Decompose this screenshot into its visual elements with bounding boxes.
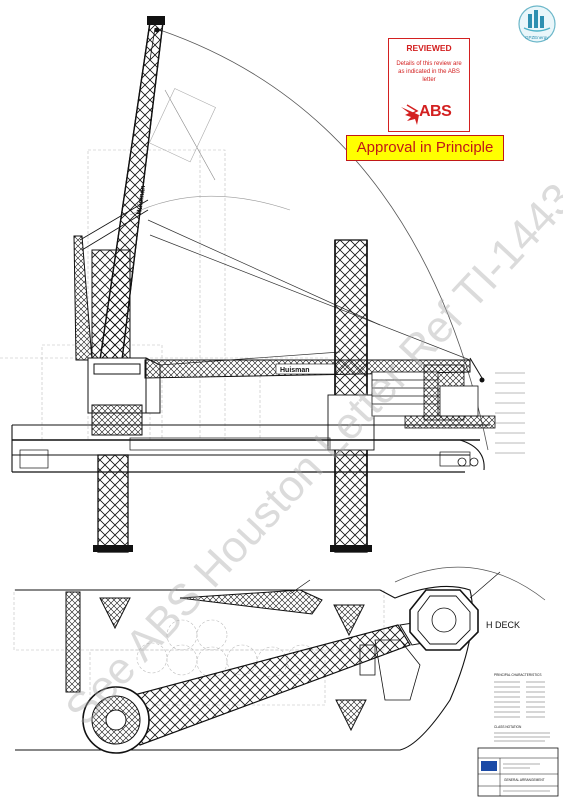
sheet-title: GENERAL ARRANGEMENT (504, 778, 545, 782)
abs-eagle-icon (401, 104, 419, 125)
gpzenergy-logo: GPZEnergy (518, 5, 556, 43)
stern-equipment (359, 639, 421, 701)
title-block-logo (481, 761, 497, 771)
mast-plan (65, 591, 81, 693)
hull-elevation (11, 424, 490, 473)
title-block: GENERAL ARRANGEMENT (477, 747, 559, 797)
jib-plan (179, 579, 323, 615)
abs-brand-text: ABS (419, 103, 452, 120)
a-frame (73, 199, 149, 361)
jib-brand-label: Huisman (280, 367, 310, 374)
jackup-leg-left (93, 454, 133, 553)
class-notation-title: CLASS NOTATION (494, 725, 522, 729)
elevation-guides (0, 149, 330, 441)
abs-review-stamp: REVIEWED Details of this review are as i… (388, 38, 470, 132)
crane-house (87, 357, 161, 436)
review-stamp-detail: Details of this review are as indicated … (396, 61, 462, 83)
accommodation-block (371, 364, 496, 429)
helideck-arc (394, 566, 546, 601)
principal-characteristics: PRINCIPAL CHARACTERISTICS CLASS NOTATION (494, 673, 550, 742)
approval-in-principle-text: Approval in Principle (356, 139, 494, 156)
plan-view: H DECK PRINCIPAL CHARACTERISTICS CLASS N… (13, 566, 559, 797)
jackup-leg-right (327, 239, 375, 553)
boom-brand-label: Huisman (136, 185, 147, 215)
helideck-label: H DECK (486, 620, 520, 630)
helideck (409, 571, 501, 651)
leg-wells (99, 597, 367, 732)
deck-level-tags (495, 372, 525, 454)
elevation-view: Huisman Huisman (0, 16, 525, 553)
slew-arc (129, 195, 291, 216)
slewing-ring (82, 686, 150, 754)
gpzenergy-logo-text: GPZEnergy (525, 35, 549, 40)
approval-in-principle-banner: Approval in Principle (346, 135, 504, 161)
review-stamp-title: REVIEWED (406, 43, 452, 53)
principal-title: PRINCIPAL CHARACTERISTICS (494, 673, 541, 677)
